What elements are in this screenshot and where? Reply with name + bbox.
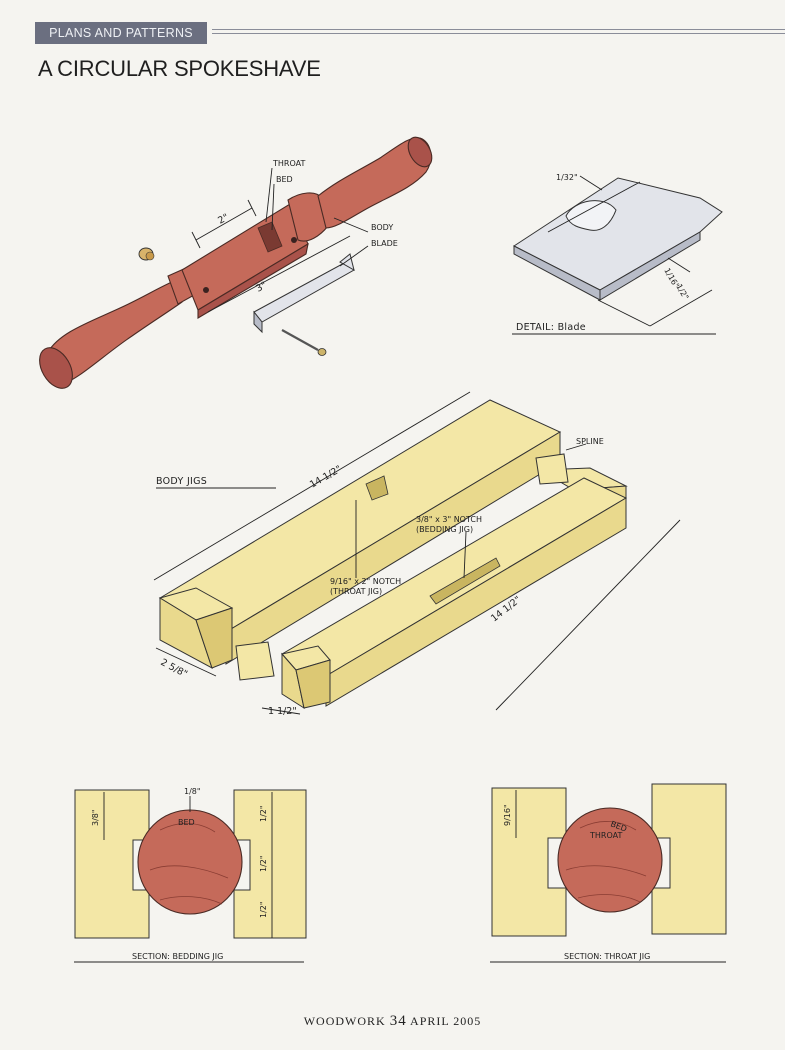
- throat-notch-dim: 9/16": [503, 804, 512, 826]
- throat-notch-sublabel: (THROAT JIG): [330, 587, 382, 596]
- bedding-notch-dim: 3/8": [91, 809, 100, 826]
- header-rule: [212, 29, 785, 34]
- bedding-notch-sublabel: (BEDDING JIG): [416, 525, 473, 534]
- blade-thickness-dim: 1/32": [556, 173, 578, 182]
- throat-label: THROAT: [272, 159, 305, 168]
- footer-issue: APRIL 2005: [410, 1014, 482, 1028]
- footer-page-number: 34: [389, 1013, 407, 1029]
- bedding-dim-a: 1/2": [259, 805, 268, 822]
- bedding-dim-c: 1/2": [259, 901, 268, 918]
- spline-label: SPLINE: [576, 437, 604, 446]
- nut-icon: [138, 247, 155, 261]
- bedding-section-caption: SECTION: BEDDING JIG: [132, 952, 223, 961]
- body-jigs-drawing: [153, 391, 681, 715]
- bed-label: BED: [276, 175, 293, 184]
- bedding-notch-label: 3/8" x 3" NOTCH: [416, 515, 482, 524]
- page-footer: WOODWORK 34 APRIL 2005: [0, 1013, 785, 1030]
- page-title: A CIRCULAR SPOKESHAVE: [38, 56, 321, 81]
- footer-magazine: WOODWORK: [303, 1014, 386, 1028]
- bedding-section-drawing: [74, 789, 307, 963]
- blade-width-detail-dim: 1/2": [674, 283, 690, 302]
- blade-width-dim: 3": [254, 280, 268, 295]
- throat-section-drawing: [490, 783, 727, 963]
- throat-throat-label: THROAT: [589, 831, 622, 840]
- bed-length-dim: 2": [216, 212, 230, 227]
- blade-detail-drawing: [512, 175, 723, 335]
- blade-detail-caption: DETAIL: Blade: [516, 322, 586, 333]
- section-tab: PLANS AND PATTERNS: [35, 22, 207, 44]
- bedding-dim-b: 1/2": [259, 855, 268, 872]
- body-label: BODY: [371, 223, 393, 232]
- body-jigs-caption: BODY JIGS: [156, 476, 207, 487]
- bedding-bed-label: BED: [178, 818, 195, 827]
- jig-length-top-dim: 14 1/2": [308, 464, 344, 491]
- jig-width-dim: 1 1/2": [268, 706, 297, 717]
- blade-label: BLADE: [371, 239, 398, 248]
- spokeshave-drawing: [39, 136, 433, 389]
- jig-depth-dim: 2 5/8": [159, 657, 190, 680]
- throat-notch-label: 9/16" x 2" NOTCH: [330, 577, 401, 586]
- throat-section-caption: SECTION: THROAT JIG: [564, 952, 650, 961]
- bedding-top-dim: 1/8": [184, 787, 201, 796]
